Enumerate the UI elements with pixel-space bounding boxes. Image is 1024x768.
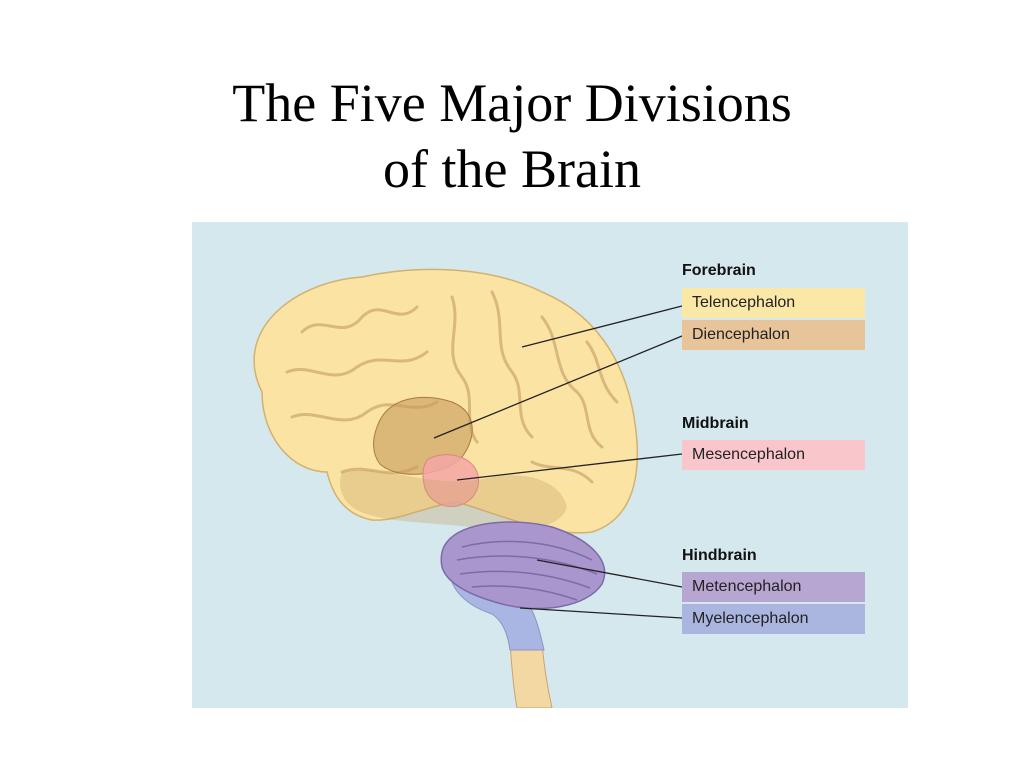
metencephalon-label: Metencephalon (682, 572, 865, 602)
temporal-lobe-shape (340, 469, 567, 531)
myelencephalon-label: Myelencephalon (682, 604, 865, 634)
brain-illustration (253, 268, 683, 708)
spinal-cord-shape (509, 641, 553, 708)
telencephalon-label: Telencephalon (682, 288, 865, 318)
mesencephalon-label: Mesencephalon (682, 440, 865, 470)
diencephalon-label: Diencephalon (682, 320, 865, 350)
mesencephalon-shape (422, 454, 479, 507)
slide-title-line-2: of the Brain (383, 139, 641, 199)
slide-title: The Five Major Divisions of the Brain (0, 70, 1024, 202)
forebrain-heading: Forebrain (682, 262, 756, 279)
leader-lines (433, 305, 683, 619)
midbrain-heading: Midbrain (682, 415, 749, 432)
hindbrain-heading: Hindbrain (682, 547, 757, 564)
slide-title-line-1: The Five Major Divisions (232, 73, 792, 133)
brain-diagram: Forebrain Telencephalon Diencephalon Mid… (192, 222, 908, 708)
